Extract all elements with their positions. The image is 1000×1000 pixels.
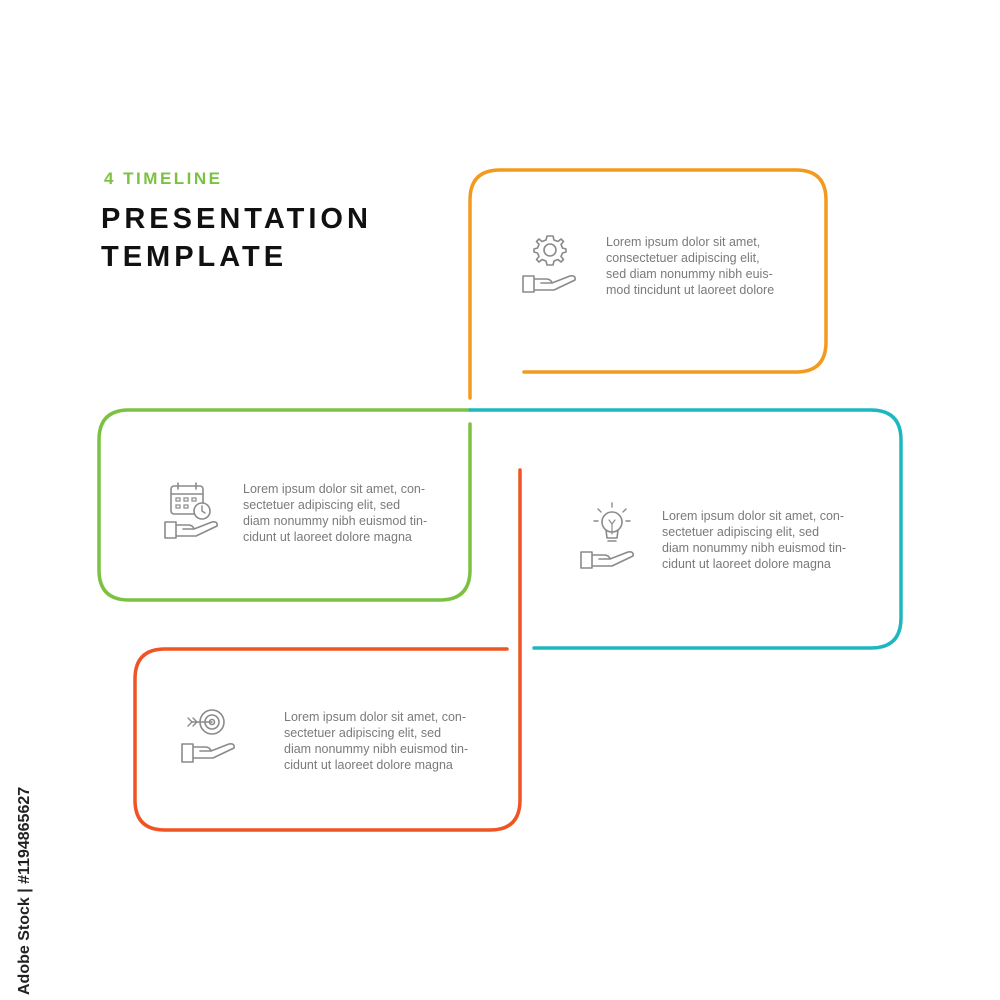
step-red-line: Lorem ipsum dolor sit amet, con- [284,710,467,724]
step-teal-line: cidunt ut laoreet dolore magna [662,557,831,571]
red-frame [133,468,522,832]
lightbulb-hand-icon [580,502,634,569]
step-teal-line: Lorem ipsum dolor sit amet, con- [662,509,845,523]
stock-id-text: Adobe Stock | #1194865627 [16,786,33,995]
step-green-text: Lorem ipsum dolor sit amet, con- sectetu… [243,481,443,545]
teal-frame [468,408,903,650]
step-orange-line: Lorem ipsum dolor sit amet, [606,235,761,249]
step-green-line: cidunt ut laoreet dolore magna [243,530,412,544]
orange-frame [468,168,828,400]
step-orange-text: Lorem ipsum dolor sit amet, consectetuer… [606,234,806,298]
step-red-line: cidunt ut laoreet dolore magna [284,758,453,772]
subtitle: 4 TIMELINE [104,169,223,188]
stock-id-label: Adobe Stock | #1194865627 [10,755,40,995]
step-orange-line: mod tincidunt ut laoreet dolore [606,283,775,297]
step-orange-line: consectetuer adipiscing elit, [606,251,760,265]
step-teal-line: sectetuer adipiscing elit, sed [662,525,820,539]
title-line-2: TEMPLATE [101,241,288,273]
gear-hand-icon [522,235,576,293]
step-red-line: sectetuer adipiscing elit, sed [284,726,442,740]
step-orange-line: sed diam nonummy nibh euis- [606,267,773,281]
step-green-line: Lorem ipsum dolor sit amet, con- [243,482,426,496]
step-red-line: diam nonummy nibh euismod tin- [284,742,469,756]
page-title: PRESENTATION TEMPLATE [101,200,372,276]
green-frame [97,408,472,602]
calendar-clock-hand-icon [164,482,218,539]
step-red-text: Lorem ipsum dolor sit amet, con- sectetu… [284,709,484,773]
step-teal-text: Lorem ipsum dolor sit amet, con- sectetu… [662,508,862,572]
step-teal-line: diam nonummy nibh euismod tin- [662,541,847,555]
title-line-1: PRESENTATION [101,203,372,235]
step-green-line: sectetuer adipiscing elit, sed [243,498,401,512]
target-hand-icon [181,709,235,763]
step-green-line: diam nonummy nibh euismod tin- [243,514,428,528]
